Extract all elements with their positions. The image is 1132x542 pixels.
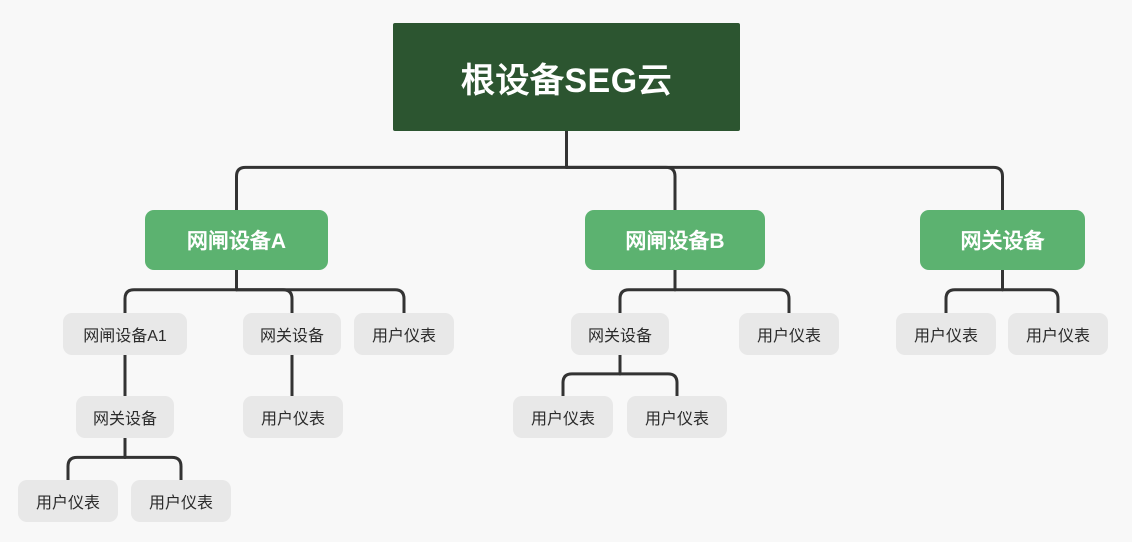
node-user-meter-a3[interactable]: 用户仪表 [354,313,454,355]
node-user-meter-a1a1[interactable]: 用户仪表 [18,480,118,522]
node-gateway-device-b1[interactable]: 网关设备 [571,313,669,355]
node-user-meter-c1[interactable]: 用户仪表 [896,313,996,355]
node-gate-device-a[interactable]: 网闸设备A [145,210,328,270]
node-user-meter-b2[interactable]: 用户仪表 [739,313,839,355]
node-gateway-device[interactable]: 网关设备 [920,210,1085,270]
node-user-meter-a1a2[interactable]: 用户仪表 [131,480,231,522]
node-root[interactable]: 根设备SEG云 [393,23,740,131]
node-gate-device-a1[interactable]: 网闸设备A1 [63,313,187,355]
node-user-meter-b1a[interactable]: 用户仪表 [513,396,613,438]
node-gate-device-b[interactable]: 网闸设备B [585,210,765,270]
node-user-meter-a2a[interactable]: 用户仪表 [243,396,343,438]
node-gateway-device-a1a[interactable]: 网关设备 [76,396,174,438]
node-user-meter-c2[interactable]: 用户仪表 [1008,313,1108,355]
node-gateway-device-a2[interactable]: 网关设备 [243,313,341,355]
node-user-meter-b1b[interactable]: 用户仪表 [627,396,727,438]
